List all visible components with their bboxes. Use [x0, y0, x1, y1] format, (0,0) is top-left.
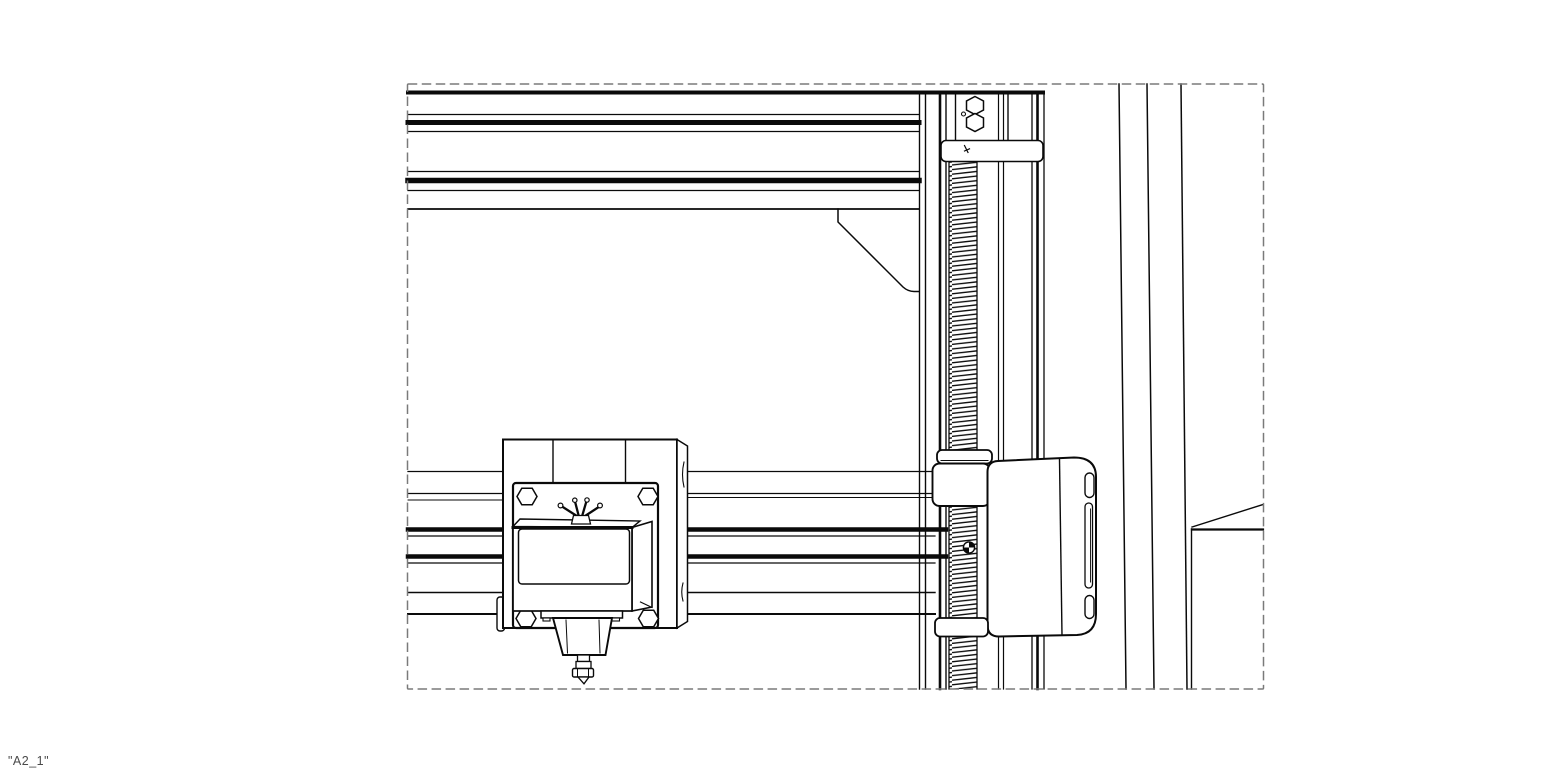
lead-screw-nut-block: [931, 462, 991, 507]
hotend-block: [551, 617, 614, 656]
lead-screw: [948, 161, 978, 690]
bed-corner-panel: [1190, 503, 1265, 690]
z-post-extrusion: [918, 93, 947, 691]
view-label: "A2_1": [8, 754, 50, 768]
nozzle: [571, 654, 595, 685]
bottom-clamp-bracket: [934, 617, 989, 638]
thumb-screw: [557, 497, 603, 525]
dashed-viewport-border: [406, 83, 1265, 690]
lead-screw-top-bracket: [940, 139, 1044, 163]
carriage-side-face: [676, 438, 689, 630]
right-frame-extrusions: [1118, 83, 1188, 690]
corner-gusset: [837, 208, 920, 293]
lead-screw-hex-coupler: [954, 93, 1009, 141]
x-gantry-rails-left: [405, 470, 506, 615]
extruder-carriage: [496, 438, 689, 685]
fan-duct-box: [511, 518, 653, 612]
z-carriage-block: [986, 456, 1097, 638]
lead-screw-collar: [936, 449, 993, 465]
top-beam-extrusion: [405, 90, 1045, 210]
set-screw: [962, 541, 976, 554]
x-gantry-rails-right: [684, 470, 949, 615]
carriage-hex-screws: [515, 487, 660, 628]
z-block-side-slots: [1084, 472, 1095, 620]
